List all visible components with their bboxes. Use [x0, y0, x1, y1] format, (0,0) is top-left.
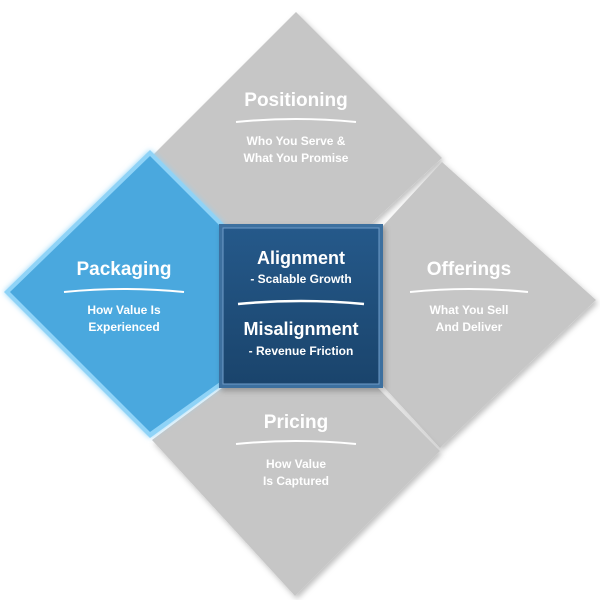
- positioning-divider: [235, 118, 357, 123]
- packaging-title: Packaging: [76, 259, 171, 280]
- offerings-line2: And Deliver: [436, 320, 503, 334]
- pricing-line2: Is Captured: [263, 474, 329, 488]
- alignment-title: Alignment: [257, 248, 345, 268]
- positioning-line2: What You Promise: [244, 151, 349, 165]
- positioning-title: Positioning: [244, 90, 347, 111]
- misalignment-title: Misalignment: [243, 319, 358, 339]
- offerings-diamond-shape: [383, 162, 596, 448]
- quadrant-packaging: Packaging How Value Is Experienced: [4, 150, 224, 438]
- quadrant-offerings: Offerings What You Sell And Deliver: [383, 162, 596, 448]
- pricing-line1: How Value: [266, 457, 326, 471]
- pricing-title: Pricing: [264, 412, 328, 433]
- packaging-line2: Experienced: [88, 320, 159, 334]
- offerings-title: Offerings: [427, 259, 511, 280]
- quadrant-positioning: Positioning Who You Serve & What You Pro…: [150, 12, 442, 229]
- center-box: Alignment - Scalable Growth Misalignment…: [219, 224, 383, 388]
- positioning-line1: Who You Serve &: [247, 134, 346, 148]
- positioning-diamond-shape: [150, 12, 442, 229]
- packaging-diamond-shape: [10, 156, 220, 432]
- center-box-inner: [222, 227, 380, 385]
- pricing-divider: [235, 440, 357, 445]
- misalignment-subtitle: - Revenue Friction: [249, 344, 354, 358]
- offerings-line1: What You Sell: [430, 303, 509, 317]
- quadrant-pricing: Pricing How Value Is Captured: [152, 388, 440, 596]
- center-divider: [237, 299, 365, 306]
- offerings-divider: [409, 288, 529, 293]
- alignment-subtitle: - Scalable Growth: [250, 272, 351, 286]
- packaging-divider: [63, 288, 185, 293]
- pricing-diamond-shape: [152, 388, 440, 596]
- packaging-line1: How Value Is: [87, 303, 161, 317]
